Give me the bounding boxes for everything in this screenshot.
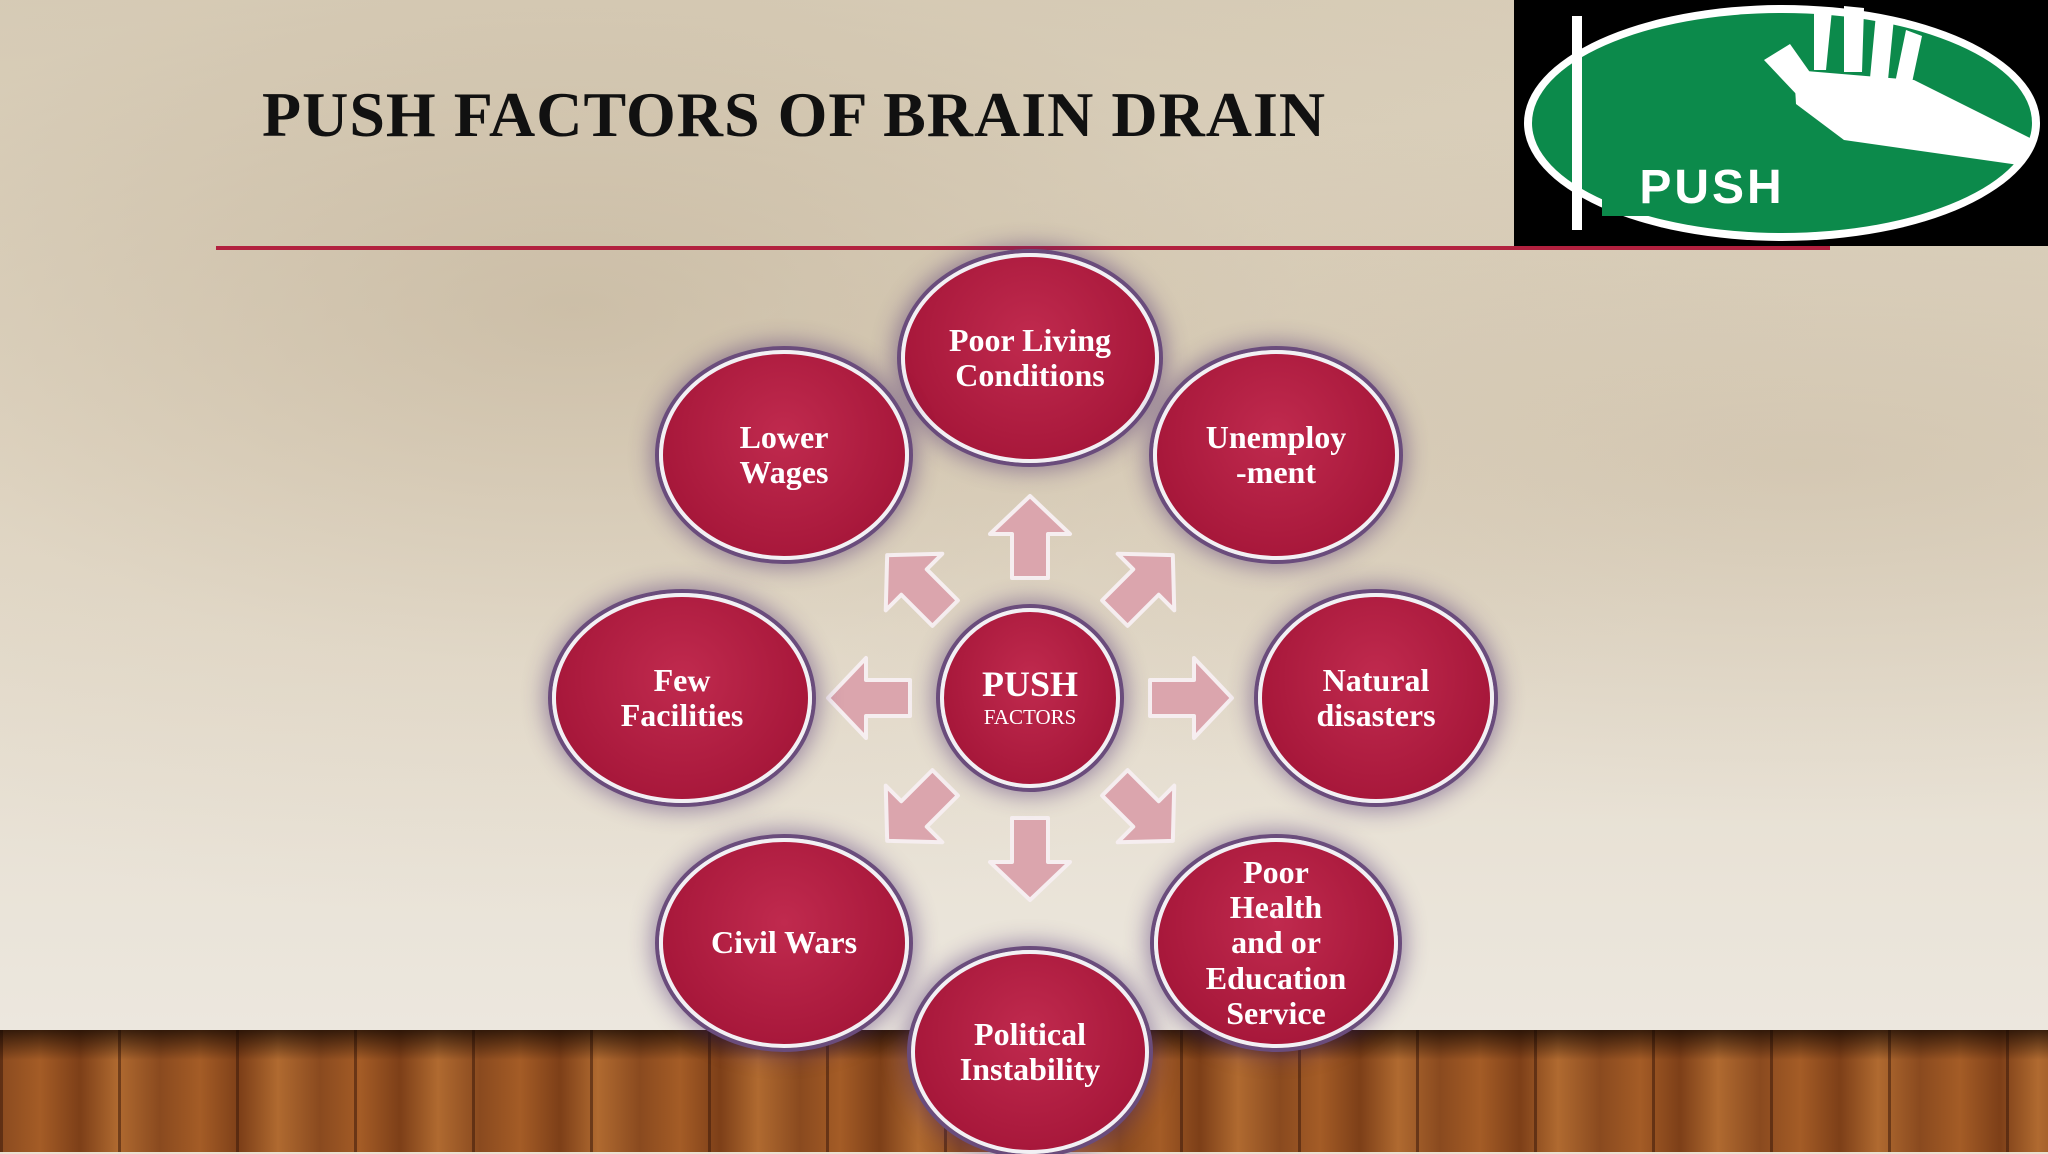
node-label-line: Health <box>1229 889 1323 926</box>
arrow-few-facilities <box>826 656 912 740</box>
hand-icon <box>1764 6 2034 165</box>
node-label-line: Few <box>653 661 711 698</box>
node-label-line: Education <box>1205 959 1347 996</box>
center-node: PUSH FACTORS <box>940 608 1120 788</box>
arrow-political-instability <box>988 816 1072 902</box>
node-label-line: Service <box>1226 994 1326 1031</box>
arrow-poor-living-conditions <box>988 494 1072 580</box>
node-label-line: Conditions <box>955 357 1105 393</box>
logo-text-box <box>1602 150 1822 216</box>
slide-title: PUSH FACTORS OF BRAIN DRAIN <box>262 79 1327 150</box>
node-label-line: Instability <box>959 1051 1101 1087</box>
node-label-line: Poor Living <box>948 321 1112 358</box>
node-label-line: disasters <box>1316 697 1436 733</box>
node-unemployment: Unemploy-ment <box>1153 350 1399 560</box>
node-label-line: Natural <box>1322 661 1430 698</box>
center-title: PUSH <box>981 664 1078 705</box>
center-subtitle: FACTORS <box>983 705 1077 730</box>
node-label-line: Poor <box>1243 854 1309 891</box>
arrow-unemployment <box>1100 551 1177 628</box>
logo-text: PUSH <box>1639 161 1784 214</box>
node-label-line: Lower <box>739 418 829 455</box>
node-civil-wars: Civil Wars <box>659 838 909 1048</box>
node-label-line: and or <box>1231 924 1321 961</box>
node-label-line: Political <box>974 1015 1086 1052</box>
arrow-lower-wages <box>883 551 960 628</box>
push-logo: PUSH <box>1514 0 2048 246</box>
arrow-poor-health-education <box>1100 768 1177 845</box>
title-underline <box>216 246 1830 250</box>
node-label-line: -ment <box>1236 454 1316 490</box>
logo-stripe <box>1572 16 1582 230</box>
arrow-civil-wars <box>883 768 960 845</box>
node-label-line: Unemploy <box>1205 418 1347 455</box>
node-label-line: Wages <box>739 454 829 490</box>
node-label-line: Facilities <box>620 697 744 733</box>
arrow-natural-disasters <box>1148 656 1234 740</box>
node-label-line: Civil Wars <box>710 924 858 961</box>
